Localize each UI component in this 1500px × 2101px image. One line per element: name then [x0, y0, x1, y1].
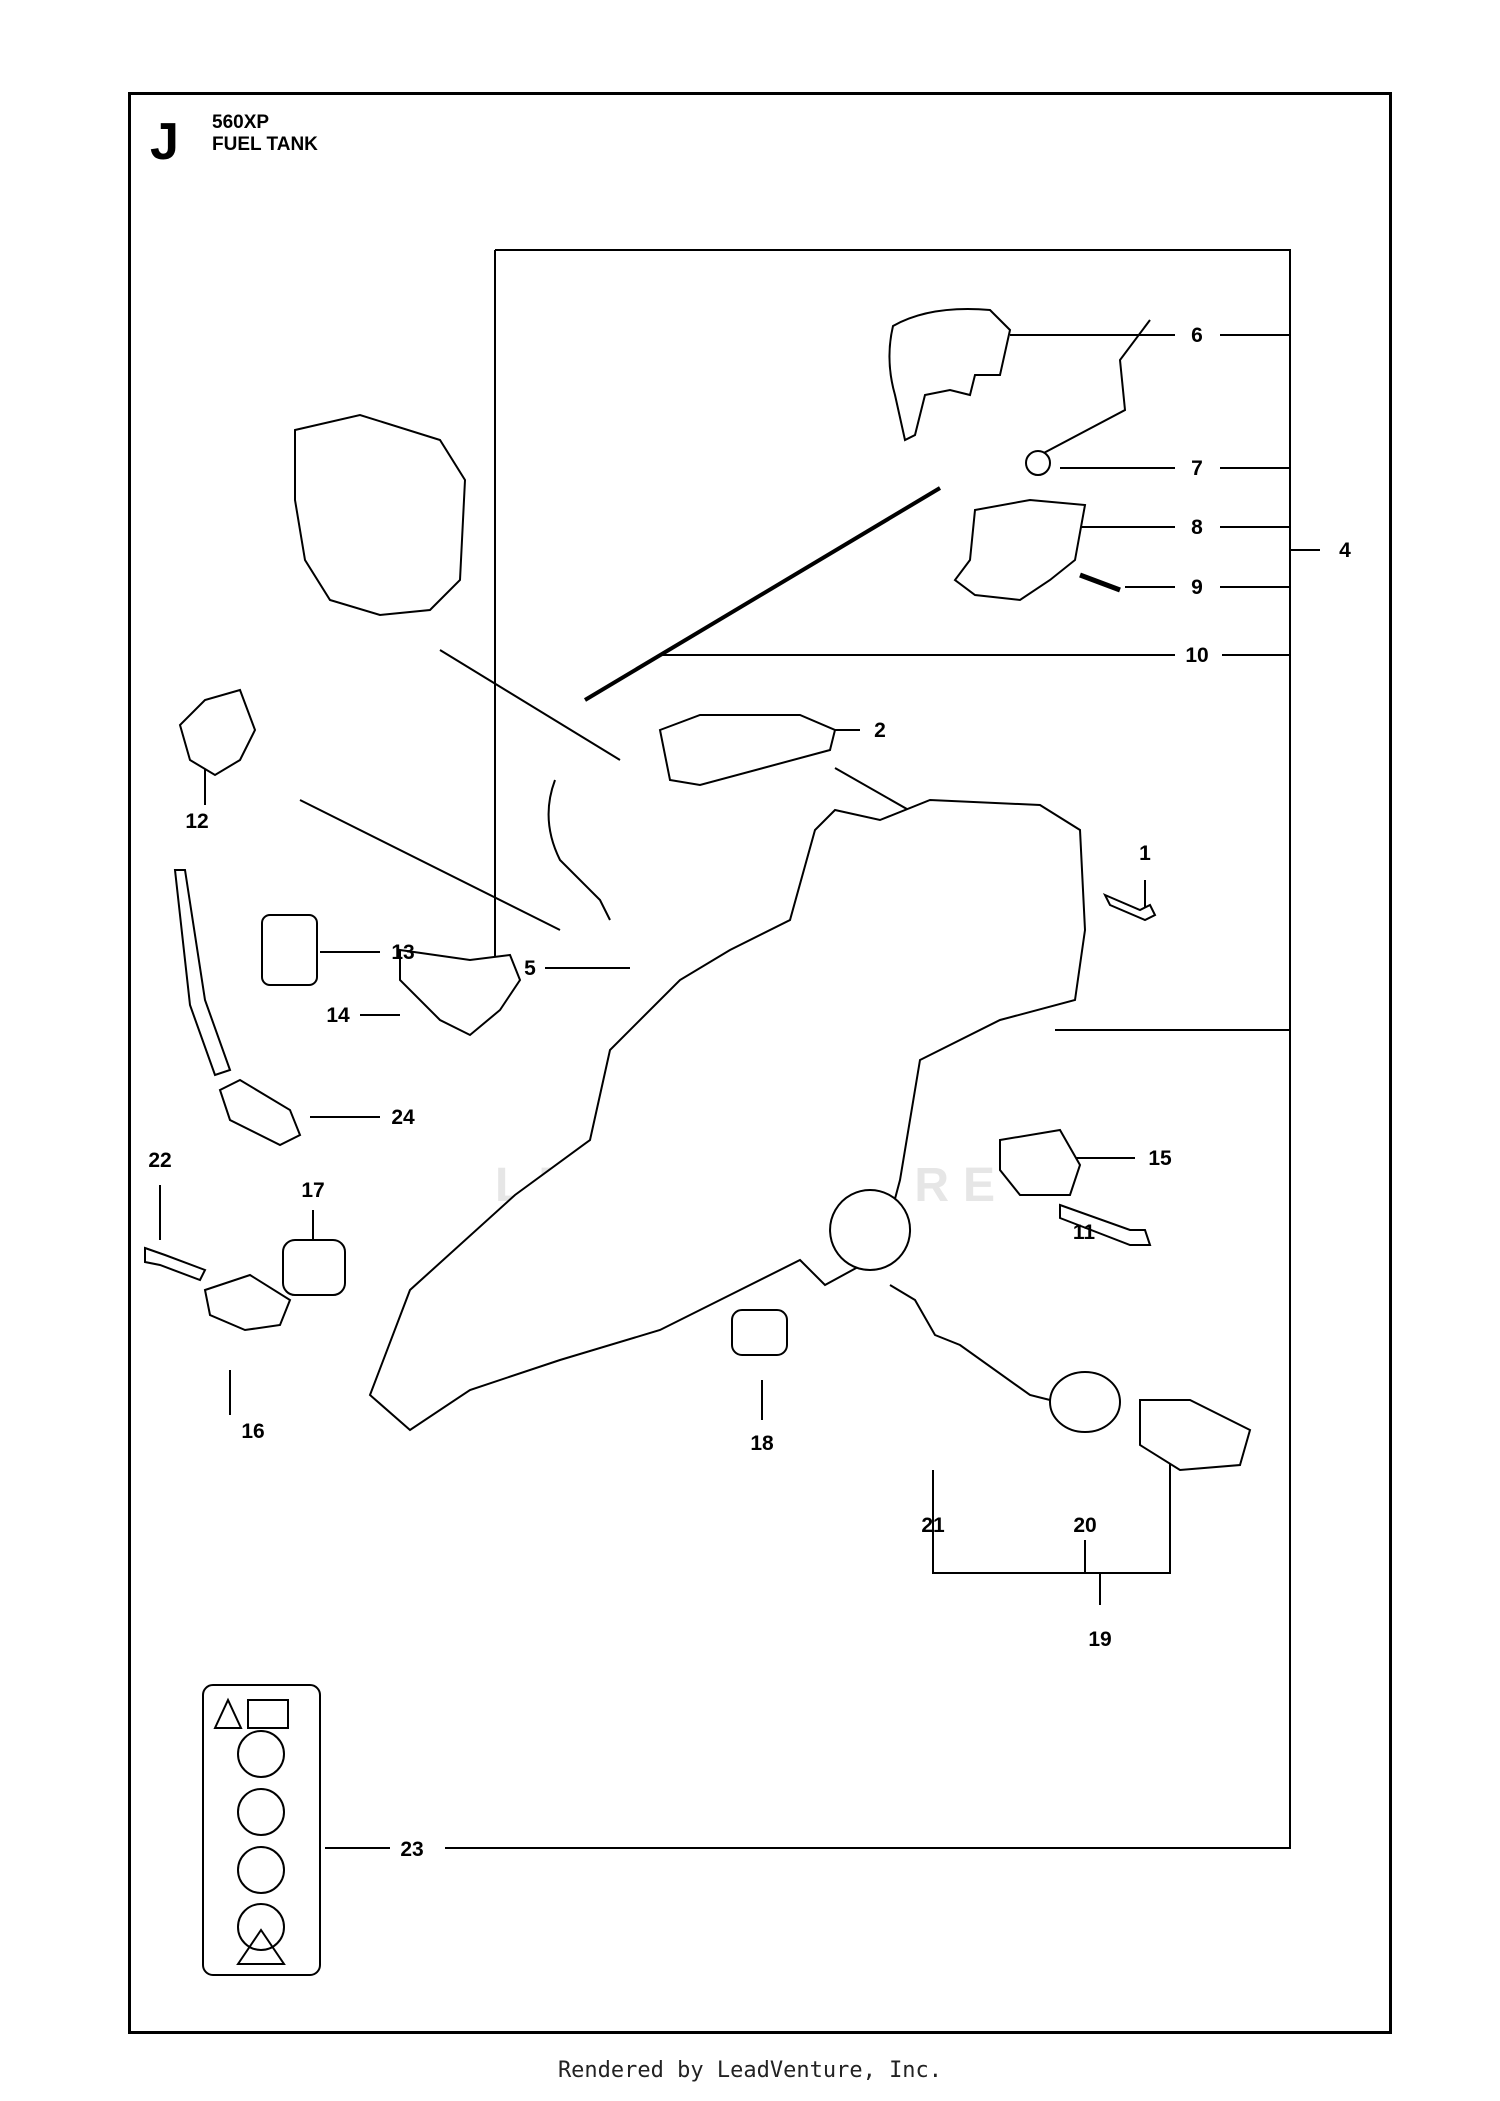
part-6-cover	[888, 308, 1012, 442]
bracket-group-19	[932, 1420, 1171, 1574]
part-2-handle-cover	[658, 714, 837, 787]
callout-9: 9	[1191, 576, 1203, 599]
callout-1: 1	[1139, 842, 1151, 865]
callout-14: 14	[326, 1004, 350, 1027]
callout-15: 15	[1148, 1147, 1172, 1170]
part-9-pin	[1079, 572, 1121, 593]
callout-2: 2	[874, 719, 886, 742]
callout-20: 20	[1073, 1514, 1096, 1537]
part-17-damper	[282, 1239, 346, 1296]
callout-24: 24	[391, 1106, 415, 1129]
part-21-strap	[889, 1284, 1051, 1401]
callout-labels: 6 7 8 9 10 4 2 1 12 13 5 14 24 22 15 17 …	[148, 324, 1351, 1861]
diagram-title: FUEL TANK	[212, 134, 318, 155]
fuel-tank-body	[368, 798, 1087, 1432]
part-20-seal	[1049, 1371, 1121, 1433]
carburetor	[294, 413, 467, 617]
callout-18: 18	[750, 1432, 774, 1455]
callout-21: 21	[921, 1514, 945, 1537]
part-22-screw	[144, 1246, 207, 1282]
diagram-frame	[128, 92, 1392, 2034]
callout-13: 13	[391, 941, 414, 964]
part-13-fuel-filter	[261, 914, 318, 986]
part-18-bushing	[731, 1309, 788, 1356]
callout-8: 8	[1191, 516, 1203, 539]
part-8-bracket	[953, 498, 1087, 602]
part-11-screw	[1059, 1203, 1152, 1246]
footer-credit: Rendered by LeadVenture, Inc.	[557, 2058, 943, 2083]
part-16-spring	[203, 1273, 292, 1332]
fuel-line-loop	[547, 779, 611, 921]
callout-12: 12	[185, 810, 208, 833]
part-7-spring	[1039, 319, 1151, 475]
part-12-hose	[178, 688, 257, 777]
callout-5: 5	[524, 957, 536, 980]
callout-7: 7	[1191, 457, 1203, 480]
oil-pump-hose	[173, 869, 232, 1077]
part-24-hose	[218, 1078, 302, 1147]
part-14-plate	[399, 948, 522, 1037]
callout-19: 19	[1088, 1628, 1111, 1651]
callout-22: 22	[148, 1149, 171, 1172]
part-15-spring	[999, 1128, 1082, 1196]
section-letter: J	[150, 113, 179, 171]
callout-6: 6	[1191, 324, 1203, 347]
part-10-rod	[583, 486, 942, 702]
callout-11: 11	[1073, 1221, 1096, 1244]
callout-10: 10	[1185, 644, 1208, 667]
callout-16: 16	[241, 1420, 264, 1443]
part-19-fuel-cap	[1139, 1399, 1252, 1472]
model-number: 560XP	[212, 112, 270, 133]
callout-4: 4	[1339, 539, 1351, 562]
bracket-group-4	[445, 249, 1291, 1849]
callout-17: 17	[301, 1179, 324, 1202]
callout-23: 23	[400, 1838, 423, 1861]
fuel-tank-opening	[829, 1189, 912, 1271]
part-1-screw	[1102, 893, 1157, 922]
